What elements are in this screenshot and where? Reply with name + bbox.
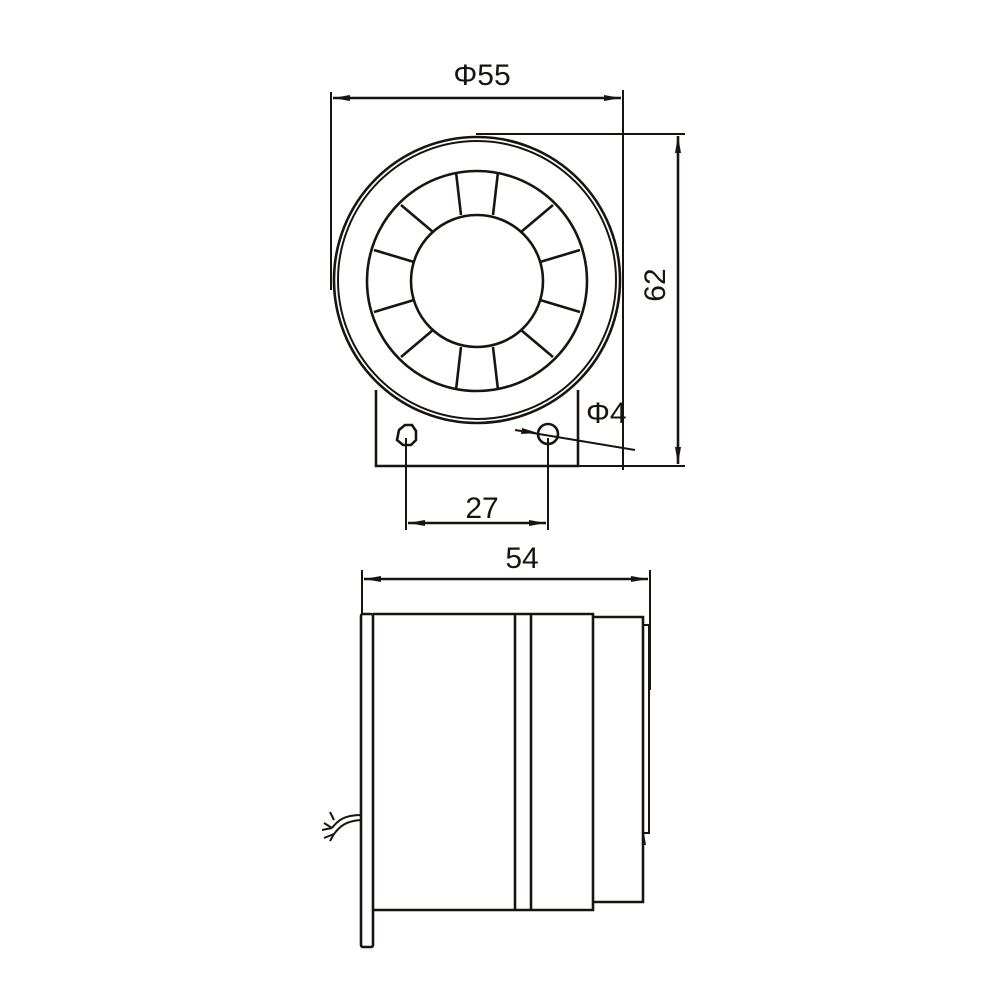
mounting-flange	[359, 612, 375, 949]
grille-segment-dividers	[373, 171, 581, 391]
height-dimension: 62	[476, 133, 685, 467]
diameter-dimension: Φ55	[330, 59, 624, 470]
hole-spacing-label: 27	[465, 492, 498, 525]
wire-leads	[321, 811, 362, 842]
front-cap	[593, 615, 645, 904]
outer-housing-ring	[332, 135, 622, 425]
mounting-hole-left	[395, 423, 418, 447]
front-view: Φ55 62	[330, 59, 685, 530]
diameter-label: Φ55	[453, 59, 510, 92]
hole-diameter-label: Φ4	[586, 397, 627, 430]
main-body	[373, 612, 595, 912]
height-label: 62	[639, 268, 672, 301]
hole-diameter-leader: Φ4	[514, 397, 636, 451]
front-lip	[642, 624, 650, 834]
outer-housing-ring-inner	[337, 140, 617, 420]
mounting-bracket	[374, 390, 580, 468]
grille-inner-circle	[409, 213, 545, 349]
side-view: 54	[321, 542, 651, 949]
hole-spacing-dimension: 27	[405, 438, 549, 530]
depth-label: 54	[505, 542, 538, 575]
grille-outer-circle	[365, 169, 589, 393]
